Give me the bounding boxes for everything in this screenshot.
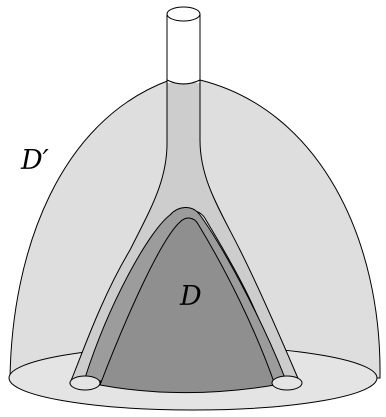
tube-stem bbox=[167, 13, 200, 83]
inner-region-core bbox=[99, 217, 276, 393]
tube-left-opening bbox=[69, 375, 101, 391]
label-d: D bbox=[180, 281, 202, 312]
label-d-prime: D′ bbox=[21, 145, 49, 176]
tube-stem-bottom bbox=[166, 79, 201, 85]
tube-right-opening bbox=[271, 375, 303, 391]
tube-top-opening bbox=[166, 6, 201, 22]
